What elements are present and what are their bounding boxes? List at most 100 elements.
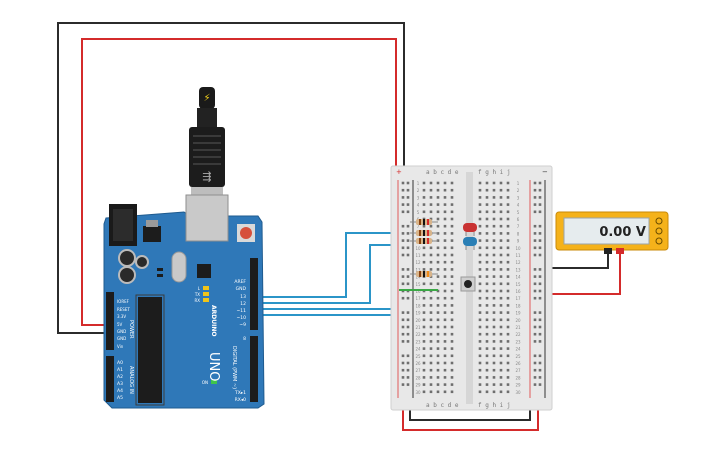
breadboard-hole[interactable] bbox=[499, 196, 503, 199]
breadboard-hole[interactable] bbox=[538, 253, 542, 257]
breadboard-hole[interactable] bbox=[492, 368, 496, 372]
breadboard-hole[interactable] bbox=[436, 282, 440, 286]
breadboard-hole[interactable] bbox=[533, 296, 537, 300]
breadboard-hole[interactable] bbox=[450, 268, 454, 271]
breadboard-hole[interactable] bbox=[485, 268, 489, 271]
breadboard-hole[interactable] bbox=[443, 275, 447, 278]
breadboard-hole[interactable] bbox=[450, 188, 454, 192]
breadboard-hole[interactable] bbox=[538, 361, 542, 365]
breadboard-hole[interactable] bbox=[443, 282, 447, 286]
breadboard-hole[interactable] bbox=[422, 304, 426, 307]
breadboard-hole[interactable] bbox=[401, 368, 405, 372]
breadboard-hole[interactable] bbox=[429, 383, 433, 386]
breadboard-hole[interactable] bbox=[533, 354, 537, 358]
breadboard-hole[interactable] bbox=[506, 318, 510, 322]
breadboard-hole[interactable] bbox=[450, 383, 454, 386]
breadboard-hole[interactable] bbox=[443, 232, 447, 235]
breadboard-hole[interactable] bbox=[401, 224, 405, 228]
breadboard-hole[interactable] bbox=[478, 304, 482, 307]
breadboard-hole[interactable] bbox=[533, 181, 537, 185]
breadboard-hole[interactable] bbox=[538, 268, 542, 271]
breadboard-hole[interactable] bbox=[450, 260, 454, 264]
breadboard-hole[interactable] bbox=[478, 181, 482, 185]
breadboard-hole[interactable] bbox=[538, 289, 542, 293]
breadboard-hole[interactable] bbox=[533, 383, 537, 386]
breadboard-hole[interactable] bbox=[429, 253, 433, 257]
breadboard-hole[interactable] bbox=[450, 318, 454, 322]
breadboard-hole[interactable] bbox=[499, 332, 503, 336]
breadboard-hole[interactable] bbox=[492, 304, 496, 307]
breadboard-hole[interactable] bbox=[506, 196, 510, 199]
breadboard-hole[interactable] bbox=[492, 196, 496, 199]
breadboard-hole[interactable] bbox=[485, 188, 489, 192]
breadboard-hole[interactable] bbox=[450, 253, 454, 257]
breadboard-hole[interactable] bbox=[443, 196, 447, 199]
breadboard-hole[interactable] bbox=[406, 376, 410, 379]
breadboard-hole[interactable] bbox=[478, 325, 482, 329]
breadboard-hole[interactable] bbox=[450, 347, 454, 350]
breadboard-hole[interactable] bbox=[429, 224, 433, 228]
breadboard-hole[interactable] bbox=[533, 318, 537, 322]
breadboard-hole[interactable] bbox=[478, 246, 482, 250]
breadboard-hole[interactable] bbox=[422, 268, 426, 271]
breadboard-hole[interactable] bbox=[499, 368, 503, 372]
breadboard-hole[interactable] bbox=[422, 376, 426, 379]
breadboard-hole[interactable] bbox=[450, 210, 454, 214]
breadboard-hole[interactable] bbox=[538, 224, 542, 228]
breadboard-hole[interactable] bbox=[406, 282, 410, 286]
breadboard-hole[interactable] bbox=[492, 188, 496, 192]
breadboard-hole[interactable] bbox=[538, 354, 542, 358]
breadboard-hole[interactable] bbox=[533, 325, 537, 329]
breadboard-hole[interactable] bbox=[485, 383, 489, 386]
breadboard-hole[interactable] bbox=[422, 188, 426, 192]
breadboard-hole[interactable] bbox=[485, 368, 489, 372]
breadboard-hole[interactable] bbox=[499, 340, 503, 343]
breadboard-hole[interactable] bbox=[478, 289, 482, 293]
resistor-3[interactable] bbox=[410, 238, 438, 244]
breadboard-hole[interactable] bbox=[406, 203, 410, 206]
wire-red-5v[interactable] bbox=[81, 38, 397, 326]
breadboard-hole[interactable] bbox=[533, 268, 537, 271]
breadboard-hole[interactable] bbox=[443, 268, 447, 271]
breadboard-hole[interactable] bbox=[436, 203, 440, 206]
breadboard-hole[interactable] bbox=[506, 347, 510, 350]
breadboard-hole[interactable] bbox=[401, 318, 405, 322]
breadboard-hole[interactable] bbox=[436, 260, 440, 264]
breadboard-hole[interactable] bbox=[485, 217, 489, 221]
breadboard-hole[interactable] bbox=[499, 376, 503, 379]
breadboard-hole[interactable] bbox=[506, 325, 510, 329]
multimeter-terminal-3[interactable] bbox=[655, 237, 663, 245]
breadboard-hole[interactable] bbox=[478, 253, 482, 257]
breadboard-hole[interactable] bbox=[499, 282, 503, 286]
breadboard-hole[interactable] bbox=[450, 239, 454, 242]
breadboard-hole[interactable] bbox=[436, 296, 440, 300]
breadboard-hole[interactable] bbox=[422, 347, 426, 350]
breadboard-hole[interactable] bbox=[401, 332, 405, 336]
breadboard-hole[interactable] bbox=[533, 239, 537, 242]
breadboard-hole[interactable] bbox=[436, 354, 440, 358]
breadboard-hole[interactable] bbox=[506, 332, 510, 336]
breadboard-hole[interactable] bbox=[533, 232, 537, 235]
breadboard-hole[interactable] bbox=[499, 217, 503, 221]
breadboard-hole[interactable] bbox=[436, 325, 440, 329]
breadboard-hole[interactable] bbox=[401, 181, 405, 185]
breadboard-hole[interactable] bbox=[443, 239, 447, 242]
breadboard-hole[interactable] bbox=[538, 196, 542, 199]
breadboard-hole[interactable] bbox=[401, 296, 405, 300]
breadboard-hole[interactable] bbox=[401, 188, 405, 192]
breadboard-hole[interactable] bbox=[436, 224, 440, 228]
breadboard-hole[interactable] bbox=[499, 224, 503, 228]
breadboard-hole[interactable] bbox=[478, 196, 482, 199]
breadboard-hole[interactable] bbox=[478, 224, 482, 228]
breadboard-hole[interactable] bbox=[506, 354, 510, 358]
breadboard-hole[interactable] bbox=[533, 332, 537, 336]
breadboard-hole[interactable] bbox=[422, 282, 426, 286]
breadboard-hole[interactable] bbox=[436, 318, 440, 322]
breadboard-hole[interactable] bbox=[401, 246, 405, 250]
breadboard-hole[interactable] bbox=[485, 260, 489, 264]
breadboard-hole[interactable] bbox=[485, 340, 489, 343]
resistor-4[interactable] bbox=[410, 271, 438, 277]
arduino-board[interactable]: ARDUINO UNO DIGITAL (PWM ~) POWER ANALOG… bbox=[103, 194, 265, 409]
breadboard-hole[interactable] bbox=[429, 181, 433, 185]
breadboard-hole[interactable] bbox=[443, 296, 447, 300]
